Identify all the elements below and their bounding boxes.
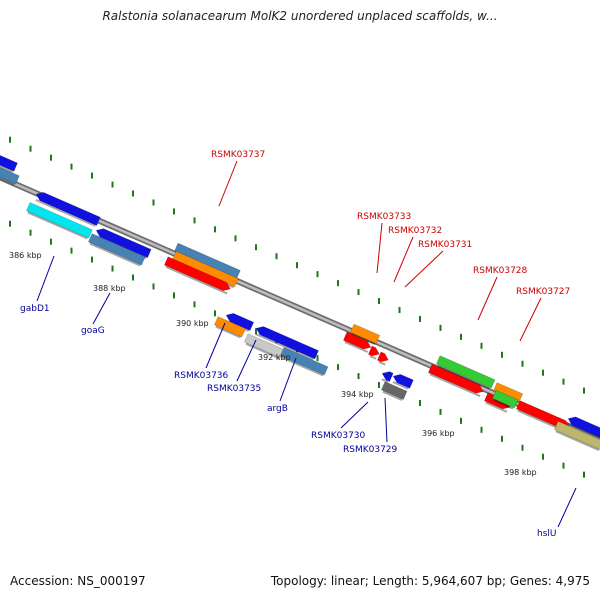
gene-feature-khaki[interactable] [554, 420, 600, 451]
map-title: Ralstonia solanacearum MolK2 unordered u… [102, 9, 498, 23]
kbp-label: 388 kbp [93, 284, 126, 293]
gene-label-RSMK03732[interactable]: RSMK03732 [388, 226, 442, 236]
kbp-label: 386 kbp [9, 251, 42, 260]
leader-lines [36, 160, 577, 528]
leader-line [92, 292, 111, 325]
gene-label-goaG[interactable]: goaG [81, 326, 105, 336]
gene-feature-orange[interactable] [214, 316, 246, 339]
gene-features [0, 151, 600, 451]
leader-line [557, 487, 577, 528]
gene-label-RSMK03735[interactable]: RSMK03735 [207, 384, 261, 394]
gene-feature-red[interactable] [343, 331, 373, 353]
gene-label-RSMK03728[interactable]: RSMK03728 [473, 266, 528, 276]
gene-feature-orange[interactable] [350, 323, 381, 345]
gene-feature-steelblue[interactable] [0, 162, 20, 186]
leader-line [279, 357, 297, 402]
leader-line [205, 322, 226, 369]
kbp-labels: 386 kbp 388 kbp 390 kbp 392 kbp 394 kbp … [9, 251, 537, 477]
leader-line [218, 160, 238, 207]
gene-feature-darkgray[interactable] [381, 381, 408, 402]
gene-feature-red[interactable] [164, 256, 233, 295]
gene-feature-red[interactable] [428, 363, 486, 398]
gene-feature-red[interactable] [377, 351, 391, 366]
gene-feature-red[interactable] [368, 345, 382, 360]
leader-line [236, 339, 257, 382]
tick-rows [9, 136, 585, 478]
gene-feature-blue[interactable] [566, 415, 600, 441]
gene-feature-blue[interactable] [0, 151, 18, 173]
leader-line [384, 397, 388, 443]
leader-line [477, 276, 498, 321]
kbp-label: 398 kbp [504, 468, 537, 477]
gene-label-RSMK03737[interactable]: RSMK03737 [211, 150, 265, 160]
gene-labels: gabD1 goaG RSMK03737 RSMK03736 RSMK03735… [20, 150, 570, 539]
gene-feature-gray[interactable] [244, 333, 286, 360]
gene-label-hslU[interactable]: hslU [537, 529, 556, 539]
kbp-label: 390 kbp [176, 319, 209, 328]
kbp-label: 392 kbp [258, 353, 291, 362]
gene-label-RSMK03733[interactable]: RSMK03733 [357, 212, 411, 222]
kbp-label: 394 kbp [341, 390, 374, 399]
gene-label-gabD1[interactable]: gabD1 [20, 304, 50, 314]
gene-feature-blue[interactable] [391, 372, 414, 390]
gene-label-RSMK03727[interactable]: RSMK03727 [516, 287, 570, 297]
gene-label-RSMK03731[interactable]: RSMK03731 [418, 240, 472, 250]
leader-line [376, 222, 383, 274]
gene-feature-steelblue[interactable] [88, 233, 146, 267]
gene-label-argB[interactable]: argB [267, 404, 288, 414]
leader-line [393, 236, 414, 283]
leader-line [404, 250, 444, 288]
topology-summary: Topology: linear; Length: 5,964,607 bp; … [270, 574, 590, 588]
gene-feature-green[interactable] [492, 389, 519, 410]
gene-label-RSMK03736[interactable]: RSMK03736 [174, 371, 229, 381]
leader-line [36, 255, 55, 302]
gene-feature-blue[interactable] [380, 369, 394, 383]
leader-line [340, 401, 369, 429]
gene-feature-blue[interactable] [34, 190, 101, 227]
gene-feature-green[interactable] [436, 355, 496, 390]
accession-text: Accession: NS_000197 [10, 574, 146, 588]
leader-line [519, 297, 542, 342]
gene-label-RSMK03729[interactable]: RSMK03729 [343, 445, 398, 455]
gene-label-RSMK03730[interactable]: RSMK03730 [311, 431, 366, 441]
gene-feature-steelblue[interactable] [280, 347, 329, 377]
gene-feature-blue[interactable] [254, 324, 319, 361]
gene-feature-cyan[interactable] [26, 202, 93, 240]
kbp-label: 396 kbp [422, 429, 455, 438]
